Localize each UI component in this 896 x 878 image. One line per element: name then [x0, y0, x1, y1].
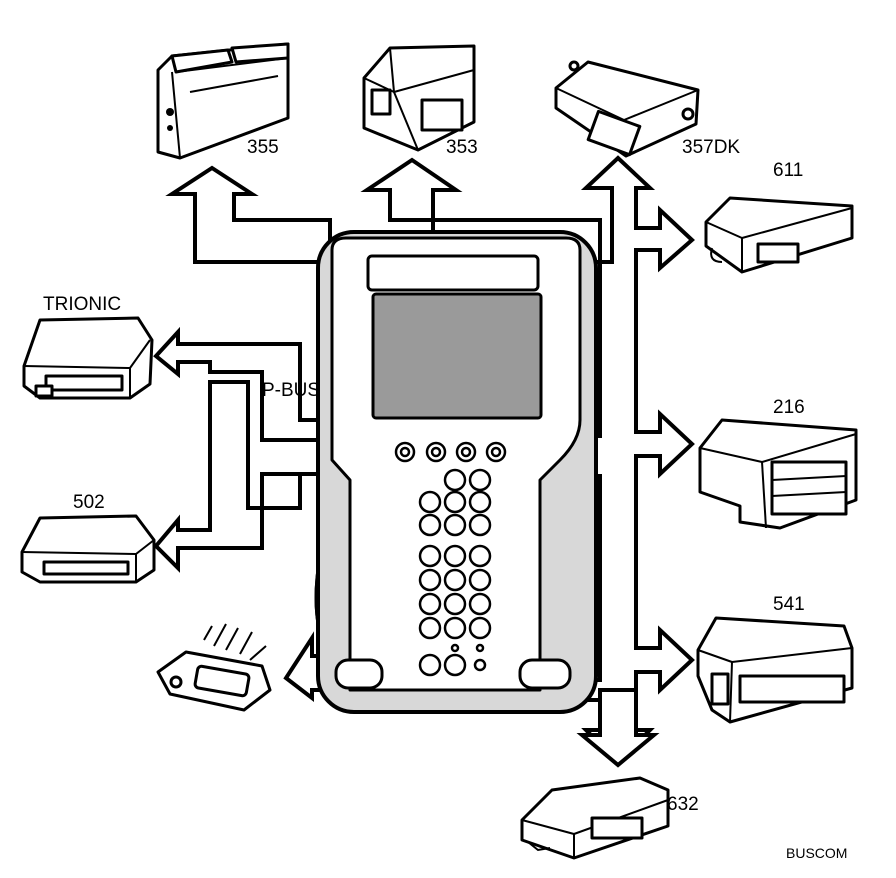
- label-module-216: 216: [773, 397, 805, 418]
- label-module-357dk: 357DK: [682, 137, 741, 158]
- module-541-illustration: [696, 616, 854, 724]
- label-p-bus: P-BUS: [262, 380, 321, 401]
- label-module-632: 632: [667, 794, 699, 815]
- obd-connector-illustration: [156, 623, 272, 712]
- bus-arrow-to-355: [165, 165, 332, 264]
- module-355-illustration: [156, 42, 290, 160]
- tech2-handheld-device: [314, 230, 598, 714]
- label-module-541: 541: [773, 594, 805, 615]
- bus-arrow-to-353: [360, 157, 463, 222]
- label-module-trionic: TRIONIC: [43, 294, 122, 315]
- bus-arrow-left-trionic: [153, 326, 322, 442]
- label-module-355: 355: [247, 137, 279, 158]
- bus-arrow-left-502: [153, 380, 320, 573]
- bus-arrow-to-632: [576, 688, 660, 768]
- module-611-illustration: [704, 196, 854, 274]
- module-502-illustration: [20, 514, 156, 584]
- label-module-611: 611: [773, 160, 804, 181]
- label-module-502: 502: [73, 492, 105, 513]
- label-figure-code-buscom: BUSCOM: [786, 845, 848, 861]
- module-357dk-illustration: [554, 60, 700, 158]
- module-353-illustration: [362, 44, 476, 152]
- module-trionic-illustration: [22, 316, 154, 400]
- module-216-illustration: [698, 418, 858, 530]
- module-632-illustration: [520, 776, 670, 860]
- label-module-353: 353: [446, 137, 478, 158]
- bus-arrow-right-vertical: [558, 155, 695, 765]
